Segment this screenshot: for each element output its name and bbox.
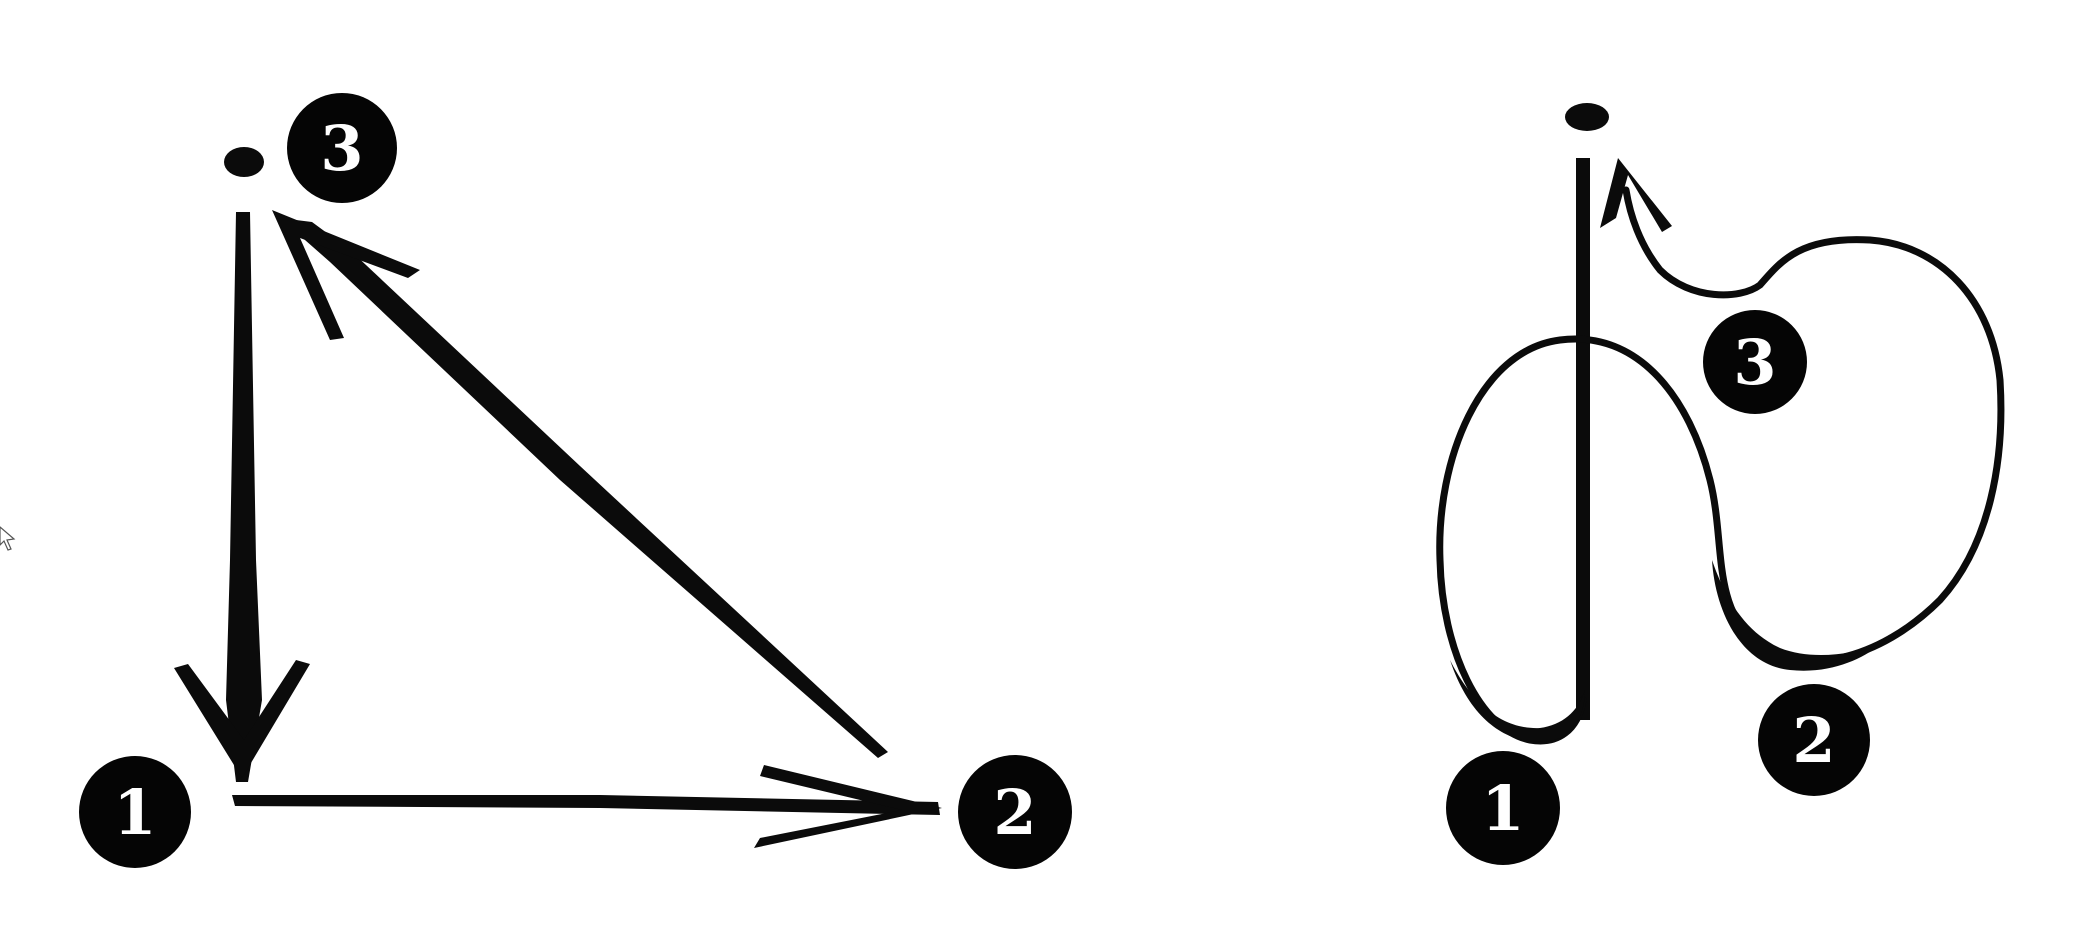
step-badge-1: 1 <box>79 756 191 868</box>
step-badge-3: 3 <box>287 93 397 203</box>
loop-vertical-stem <box>1576 158 1590 720</box>
arrow-1-to-2 <box>232 795 940 815</box>
loop-step-label-3: 3 <box>1733 326 1776 399</box>
loop-arrowhead <box>1600 158 1672 232</box>
loop-step-badge-2: 2 <box>1758 684 1870 796</box>
loop-main-stroke <box>1436 186 2005 745</box>
step-label-3: 3 <box>320 112 363 185</box>
step-badge-2: 2 <box>958 755 1072 869</box>
arrowhead-right <box>754 765 942 848</box>
loop-step-badge-3: 3 <box>1703 310 1807 414</box>
loop-right-bottom-thick <box>1712 560 1880 671</box>
step-label-2: 2 <box>993 776 1036 849</box>
arrow-3-to-1 <box>226 212 262 782</box>
arrow-2-to-3 <box>280 218 888 758</box>
arrowhead-up-left <box>272 210 420 340</box>
loop-step-label-2: 2 <box>1792 704 1835 777</box>
loop-step-label-1: 1 <box>1481 772 1524 845</box>
loop-top-dot <box>1565 103 1609 131</box>
triangle-top-dot <box>224 147 264 177</box>
arrowhead-down <box>174 660 310 778</box>
step-label-1: 1 <box>113 776 156 849</box>
loop-diagram: 3 2 1 <box>1436 103 2005 865</box>
pointer-cursor-icon <box>0 526 16 551</box>
loop-left-bottom-thick <box>1450 660 1585 742</box>
triangle-diagram: 3 1 2 <box>79 93 1072 869</box>
loop-step-badge-1: 1 <box>1446 751 1560 865</box>
